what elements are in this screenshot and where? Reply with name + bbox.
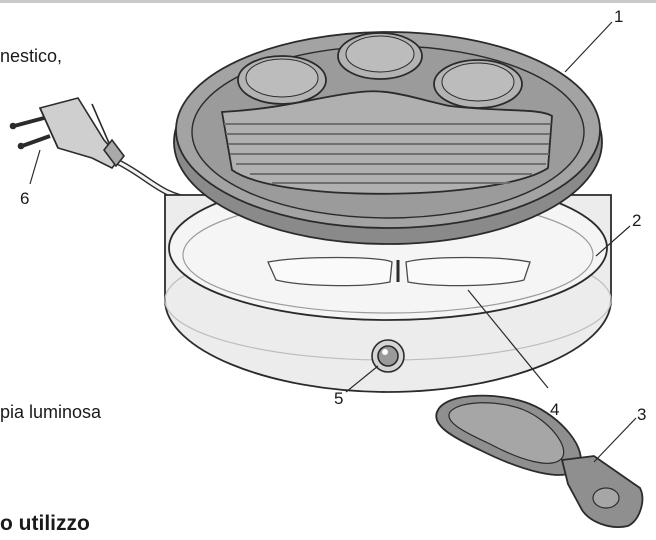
leader-lines [29, 21, 637, 463]
pan-slots [267, 256, 531, 287]
section-heading-fragment: o utilizzo [0, 512, 90, 535]
callout-5: 5 [334, 389, 343, 408]
raclette-pan [435, 394, 644, 528]
callout-1: 1 [614, 7, 623, 26]
callout-3: 3 [637, 405, 646, 424]
text-fragment-top: nestico, [0, 46, 63, 66]
power-plug [9, 97, 196, 203]
power-switch [371, 339, 405, 373]
grill-plate [173, 31, 603, 245]
callout-6: 6 [20, 189, 29, 208]
top-rule [0, 0, 656, 3]
callout-2: 2 [632, 211, 641, 230]
text-fragment-bottom: pia luminosa [0, 402, 102, 422]
callout-4: 4 [550, 400, 559, 419]
